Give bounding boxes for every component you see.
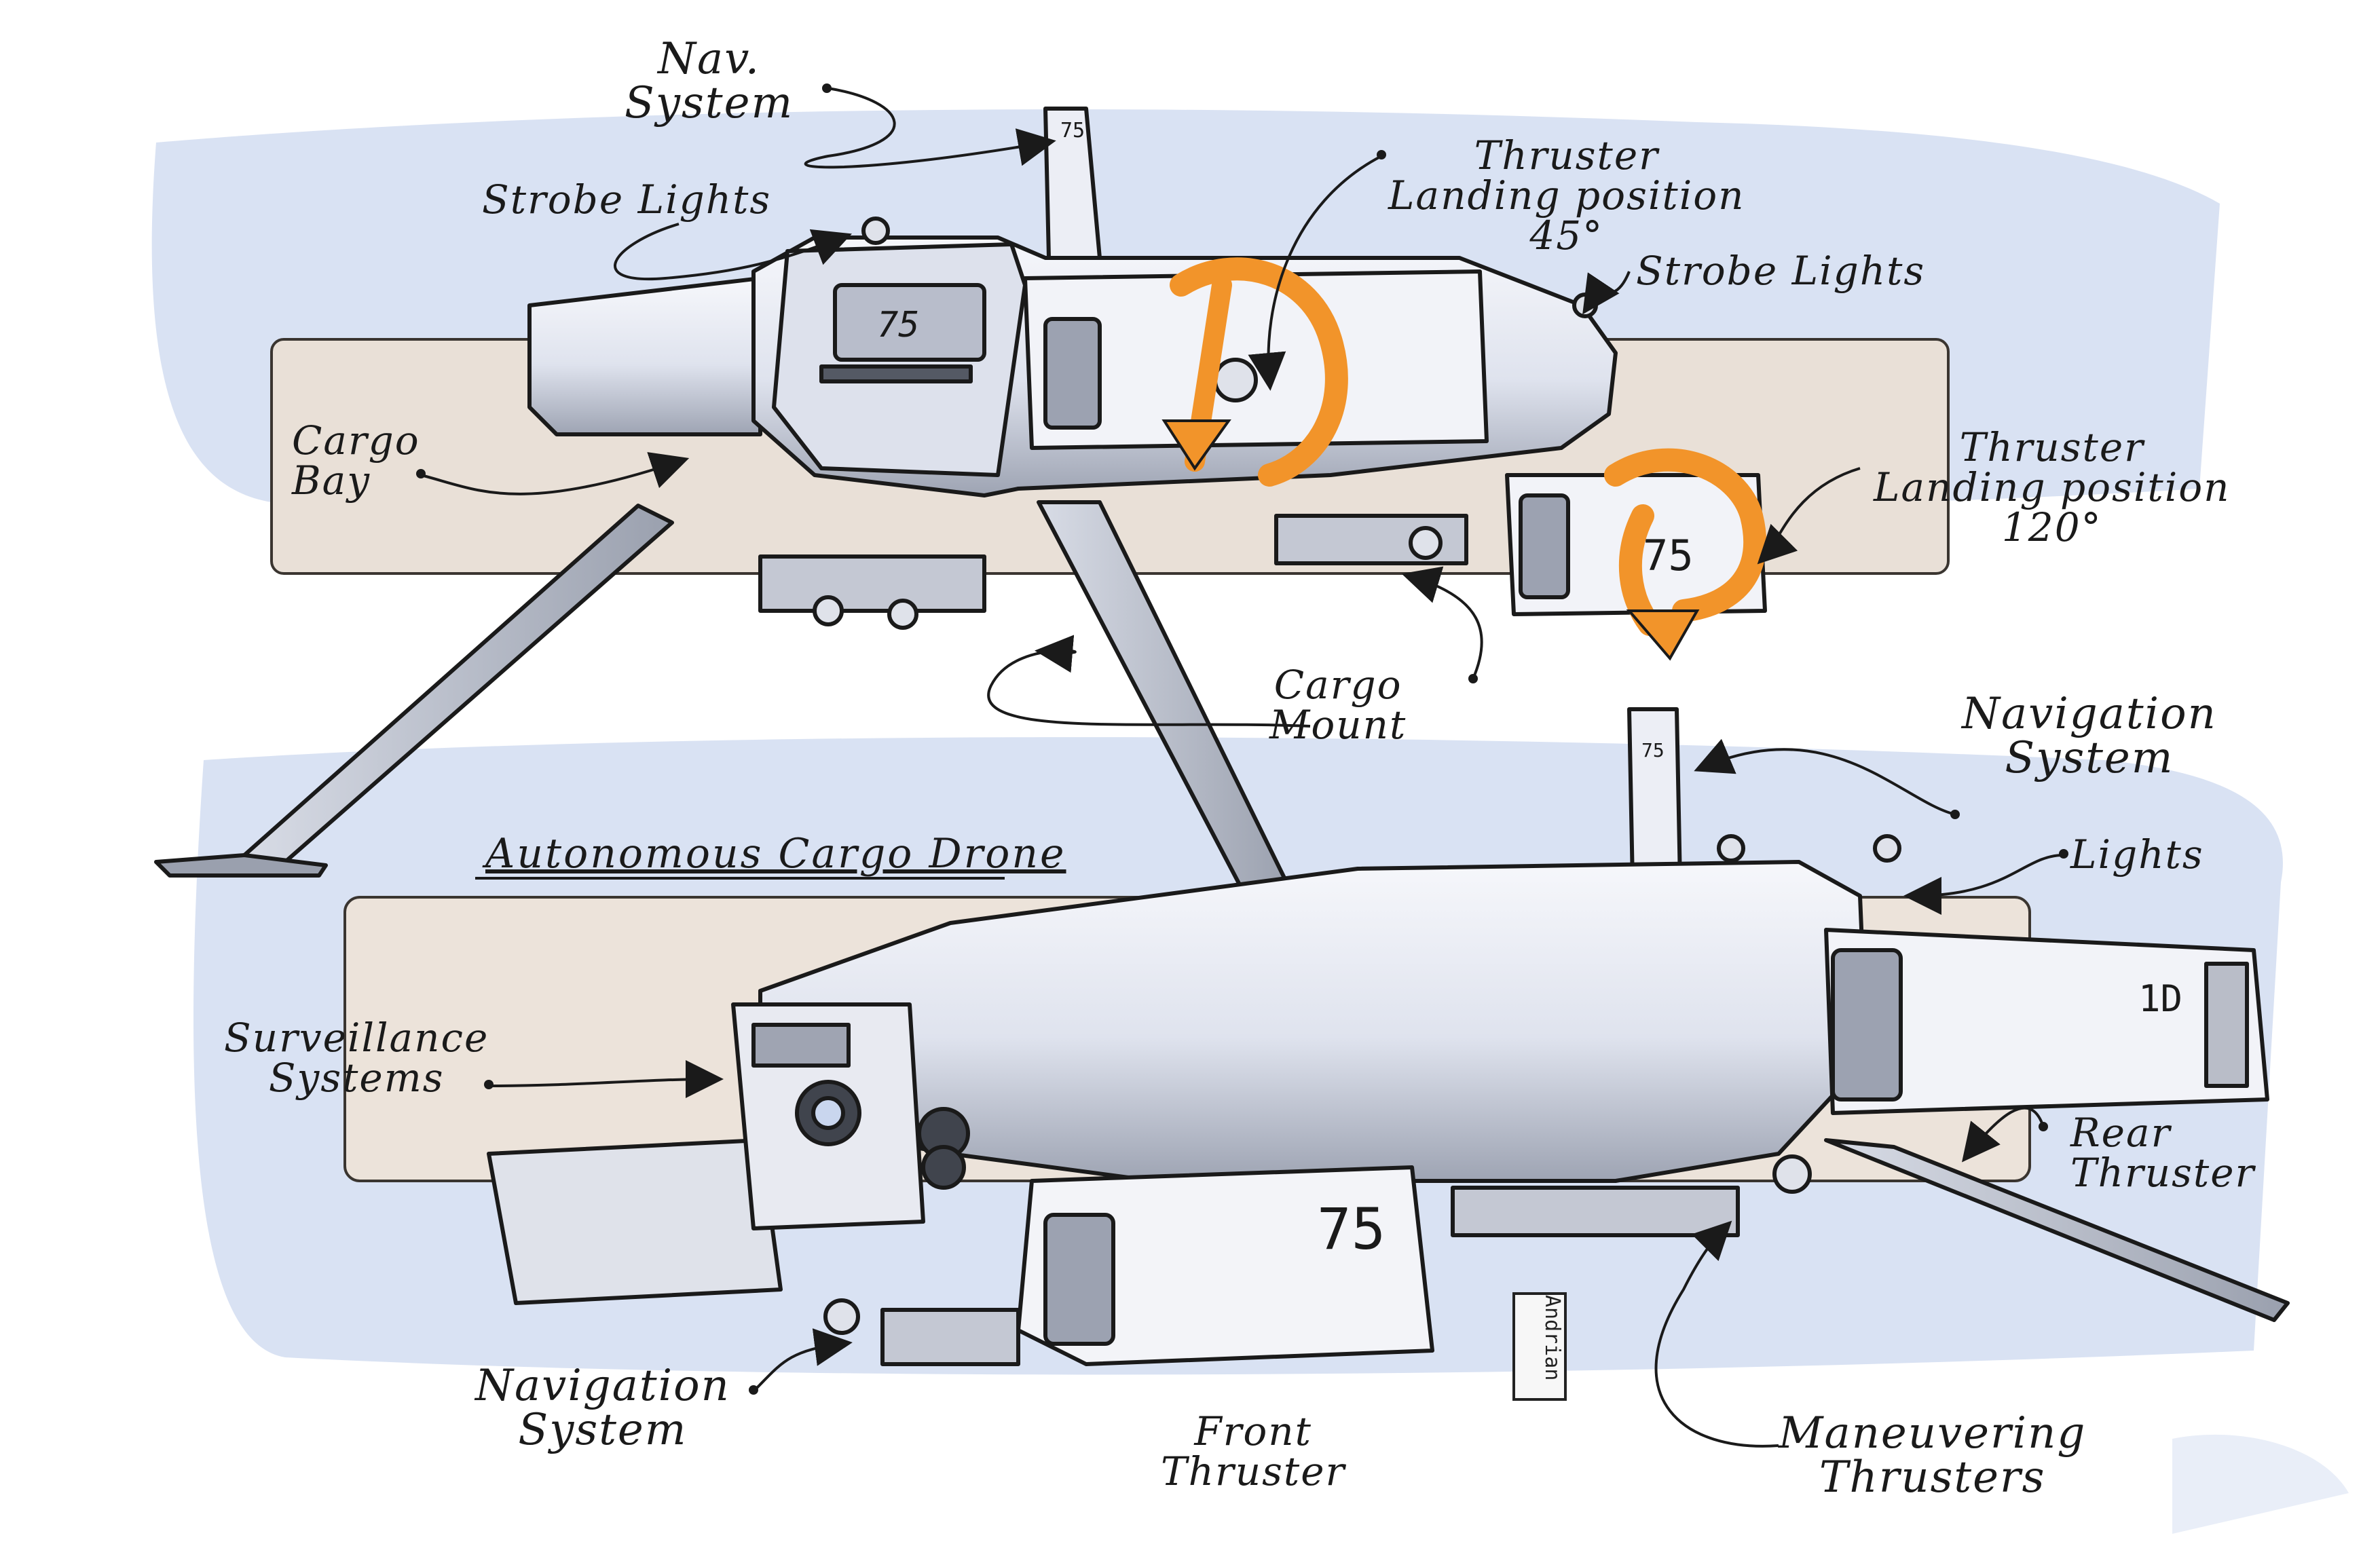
bottom-tail-fin: [1627, 707, 1682, 884]
label-nav-system-top: Nav. System: [625, 34, 794, 129]
artist-signature: Andrian: [1512, 1292, 1567, 1401]
rear-landing-leg: [1824, 1138, 2290, 1322]
bottom-tail-number: 75: [1641, 739, 1665, 761]
pod-number: 75: [1643, 531, 1694, 580]
label-front-thruster: Front Thruster: [1161, 1408, 1346, 1495]
label-thruster-landing-120: Thruster Landing position 120°: [1874, 424, 2231, 551]
label-strobe-lights-left: Strobe Lights: [482, 176, 772, 223]
top-tail-fin: [1043, 107, 1102, 260]
bottom-drone: [487, 707, 2290, 1366]
label-cargo-bay: Cargo Bay: [292, 417, 420, 504]
rotation-arrowhead-45: [1161, 419, 1231, 471]
label-strobe-lights-right: Strobe Lights: [1636, 248, 1926, 294]
front-thruster: [1016, 1165, 1434, 1366]
leader-lines: [420, 87, 2064, 1448]
rear-thruster-marking: 1D: [2138, 977, 2182, 1020]
label-navigation-system-bottom: Navigation System: [475, 1361, 730, 1456]
label-surveillance-systems: Surveillance Systems: [224, 1015, 489, 1101]
top-hull-number: 75: [877, 305, 920, 345]
diagram-title: Autonomous Cargo Drone: [485, 830, 1066, 878]
label-navigation-system-right: Navigation System: [1962, 689, 2217, 784]
label-cargo-mount: Cargo Mount: [1269, 662, 1407, 749]
maneuvering-thrusters: [1451, 1186, 1740, 1237]
top-cargo-mount: [758, 554, 986, 613]
top-drone: [154, 107, 1767, 905]
rear-thruster: [1824, 928, 2269, 1115]
rotation-arrowhead-120: [1626, 609, 1700, 661]
label-rear-thruster: Rear Thruster: [2070, 1110, 2256, 1197]
label-dots: [416, 83, 2068, 1395]
label-maneuvering-thrusters: Maneuvering Thrusters: [1779, 1408, 2087, 1503]
front-thruster-number: 75: [1317, 1196, 1386, 1262]
tail-number: 75: [1060, 119, 1085, 143]
label-thruster-landing-45: Thruster Landing position 45°: [1388, 132, 1745, 259]
artist-signature-text: Andrian: [1540, 1295, 1564, 1381]
label-lights: Lights: [2070, 831, 2204, 878]
left-thruster: [487, 1138, 783, 1305]
